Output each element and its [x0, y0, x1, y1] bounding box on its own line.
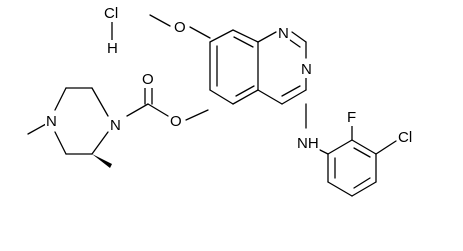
label-n-quinazoline-top: N [278, 25, 289, 42]
label-knockout [141, 71, 155, 88]
bond-c-o-ester [147, 103, 169, 117]
bond-ar-cl [375, 140, 397, 155]
bond-benzo-c6-c5 [209, 89, 234, 105]
bond-pip-n1-c [91, 87, 109, 117]
bond-pyr-c8a-n1 [257, 31, 277, 43]
label-f-fluoro: F [347, 109, 356, 126]
bond-methyl-o-methoxy [149, 14, 171, 27]
label-knockout [169, 113, 183, 130]
bond-stereo-methyl [92, 154, 112, 168]
label-knockout [106, 40, 119, 57]
bond-pip-c-n1 [91, 131, 109, 155]
label-knockout [109, 117, 122, 134]
bond-n4-methyl [27, 123, 47, 135]
label-n-piperazine-1: N [110, 117, 121, 134]
bond-benzo-c8-c7 [209, 29, 234, 43]
label-knockout [346, 109, 358, 126]
label-knockout [397, 129, 414, 146]
bond-ar-c2-c3-inner [353, 147, 371, 158]
label-o-methoxy: O [174, 19, 186, 36]
label-hcl-h: H [107, 40, 118, 57]
label-knockout [300, 61, 313, 78]
atom-labels: Cl H O N N O O N N NH F Cl [45, 5, 414, 152]
bond-o-methoxy-ring [189, 26, 211, 39]
bond-pyr-n1-c2 [291, 31, 307, 43]
bond-benzo-c5-c4a-inner [235, 85, 255, 97]
bond-benzo-c8a-c8 [232, 29, 259, 43]
label-n-quinazoline-bottom: N [301, 61, 312, 78]
label-knockout [45, 113, 58, 130]
bond-c-n-piperazine [126, 103, 149, 117]
label-knockout [296, 135, 320, 152]
bond-pyr-c4a-c4 [257, 89, 283, 105]
bond-pip-n4-c [54, 131, 67, 155]
bond-pip-c-n4 [54, 87, 67, 111]
label-nh-amine: NH [297, 135, 319, 152]
bond-ar-c4-c5 [351, 181, 377, 197]
bond-ar-c5-c6 [327, 181, 353, 197]
label-knockout [277, 25, 290, 42]
bond-o-ester-ring [185, 109, 209, 121]
bond-ar-c1-c2 [327, 139, 353, 155]
label-hcl-cl: Cl [104, 5, 118, 22]
label-o-carbonyl: O [142, 71, 154, 88]
label-n-piperazine-4: N [46, 113, 57, 130]
label-cl-chloro: Cl [398, 129, 412, 146]
bond-pyr-n1-c2-inner [289, 39, 301, 48]
label-knockout [173, 19, 187, 36]
bond-ar-c4-c5-inner [353, 177, 371, 189]
bond-lines [27, 14, 397, 197]
label-o-ester: O [170, 113, 182, 130]
bond-benzo-c5-c4a [232, 89, 259, 105]
label-knockout [103, 5, 120, 22]
bond-benzo-c8a-c8-inner [233, 36, 254, 48]
bond-pyr-c4-c4a [281, 89, 307, 105]
bond-pyr-c4-c4a-inner [281, 85, 301, 97]
bond-ar-c2-c3 [351, 139, 377, 155]
